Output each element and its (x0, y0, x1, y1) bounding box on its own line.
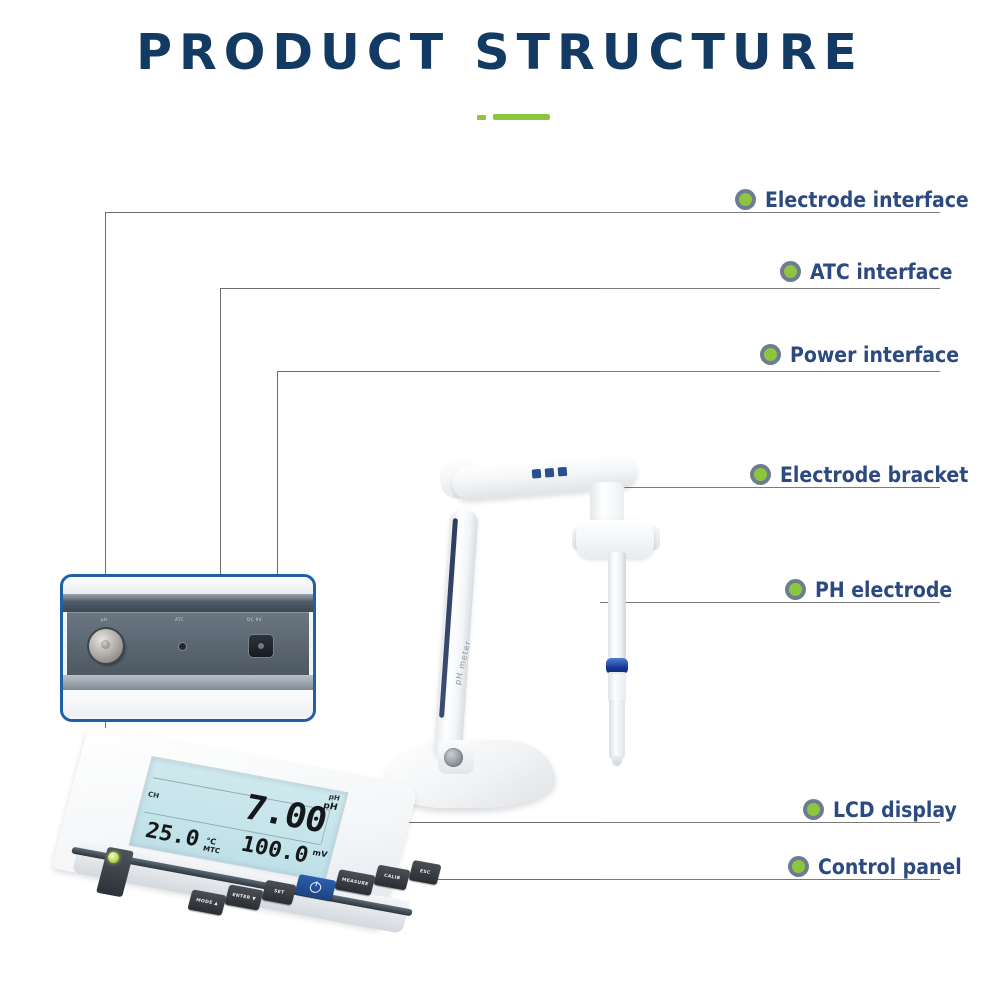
electrode-bnc-connector[interactable] (89, 629, 123, 663)
control-panel-buttons: MODE ▲ ENTER ▼ SET MEASURE CALIB ESC (187, 859, 460, 916)
power-port-caption: DC 9V (247, 617, 262, 622)
button-label: ESC (419, 869, 431, 876)
callout-label: Electrode bracket (780, 463, 969, 487)
ph-electrode-glass-bulb (609, 700, 625, 760)
lcd-mv-unit: mV (311, 847, 329, 860)
button-label: CALIB (383, 873, 401, 882)
callout-label: Power interface (790, 343, 960, 367)
callout-underline-control-panel (600, 879, 940, 880)
callout-underline-electrode-interface (600, 212, 940, 213)
benchtop-ph-meter: CH pH pH 7.00 25.0 °C MTC 100.0 mV MODE … (51, 724, 452, 957)
bullet-icon (780, 261, 801, 282)
inset-top-bar (63, 594, 313, 612)
ph-electrode-shaft[interactable] (608, 552, 626, 660)
inset-bottom-strip (63, 690, 313, 716)
power-indicator-led (108, 852, 119, 863)
page-title: PRODUCT STRUCTURE (136, 24, 864, 81)
callout-label: PH electrode (815, 578, 953, 602)
button-label: MEASURE (341, 877, 369, 888)
callout-label: Control panel (818, 855, 962, 879)
lcd-temperature-mode: MTC (202, 844, 221, 856)
indicator-led (531, 468, 542, 479)
atc-jack[interactable] (179, 643, 186, 650)
inset-connector-plate: pH ATC DC 9V (67, 612, 309, 676)
callout-underline-power-interface (600, 371, 940, 372)
leader-line-power-interface-vertical (277, 371, 278, 579)
lcd-temperature-value: 25.0 (142, 818, 202, 853)
button-measure[interactable]: MEASURE (334, 869, 376, 896)
bullet-icon (750, 464, 771, 485)
callout-label: ATC interface (810, 260, 953, 284)
button-calib[interactable]: CALIB (373, 864, 411, 891)
ph-electrode-collar-ring (606, 658, 628, 674)
power-icon (294, 874, 336, 901)
leader-line-electrode-interface-vertical (105, 212, 106, 577)
button-label: MODE ▲ (195, 898, 219, 907)
electrode-port-caption: pH (101, 617, 108, 622)
button-esc[interactable]: ESC (408, 859, 442, 886)
inset-bottom-bar (63, 675, 313, 690)
bullet-icon (785, 579, 806, 600)
rear-panel-inset: pH ATC DC 9V (60, 574, 316, 722)
callout-underline-atc-interface (600, 288, 940, 289)
electrode-clamp-holder[interactable] (576, 520, 654, 558)
button-label: ENTER ▼ (231, 892, 257, 903)
inset-top-strip (63, 577, 313, 594)
atc-port-caption: ATC (175, 617, 184, 622)
title-accent (0, 112, 1000, 122)
bullet-icon (735, 189, 756, 210)
leader-line-power-interface-horizontal (277, 371, 765, 372)
leader-line-atc-interface-horizontal (220, 288, 785, 289)
button-set[interactable]: SET (261, 879, 297, 906)
dc-power-jack[interactable] (249, 635, 273, 657)
bullet-icon (760, 344, 781, 365)
bullet-icon (788, 856, 809, 877)
button-mode[interactable]: MODE ▲ (187, 889, 227, 916)
indicator-led (544, 467, 555, 478)
callout-underline-electrode-bracket (600, 487, 940, 488)
callout-label: LCD display (833, 798, 957, 822)
ph-electrode-tip (612, 756, 622, 766)
button-enter[interactable]: ENTER ▼ (224, 884, 264, 911)
electrode-stand: pH meter (380, 440, 700, 840)
leader-line-lcd-display (350, 822, 805, 823)
accent-bar (493, 114, 550, 120)
button-power[interactable] (294, 874, 337, 901)
height-adjust-knob[interactable] (444, 748, 463, 767)
button-label: SET (273, 889, 285, 896)
leader-line-electrode-interface-horizontal (105, 212, 740, 213)
callout-underline-lcd-display (600, 822, 940, 823)
lcd-channel-indicator: CH (146, 790, 160, 801)
callout-underline-ph-electrode (600, 602, 940, 603)
accent-dot (477, 115, 486, 120)
leader-line-atc-interface-vertical (220, 288, 221, 578)
callout-label: Electrode interface (765, 188, 969, 212)
ph-electrode-body (608, 672, 626, 702)
lcd-mv-value: 100.0 (238, 832, 312, 869)
bullet-icon (803, 799, 824, 820)
indicator-led (557, 466, 568, 477)
